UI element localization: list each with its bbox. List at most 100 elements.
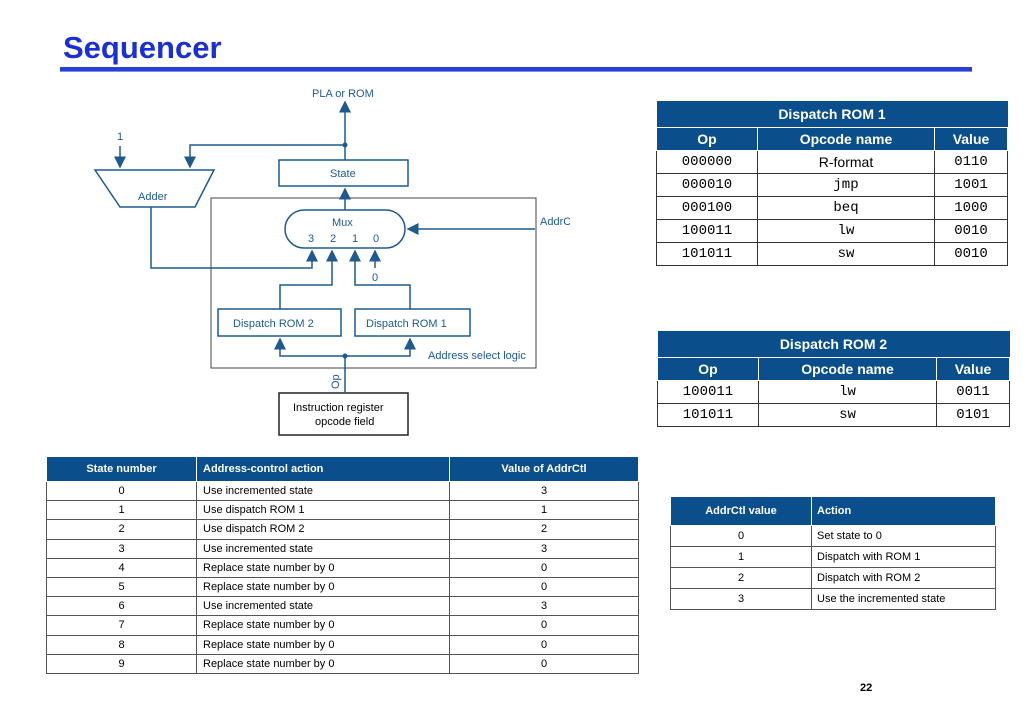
state-label: State (330, 168, 356, 180)
table-cell: 4 (46, 557, 197, 578)
table-cell: Dispatch with ROM 1 (811, 546, 996, 568)
table-cell: 1001 (934, 173, 1008, 197)
table-cell: 3 (449, 538, 639, 559)
table-cell: 0 (449, 653, 639, 674)
rom1-header-name: Opcode name (757, 127, 935, 151)
adder-label: Adder (138, 191, 168, 203)
table-cell: 8 (46, 634, 197, 655)
state-header-action: Address-control action (196, 456, 450, 482)
table-cell: R-format (757, 150, 935, 174)
page-number: 22 (860, 682, 873, 694)
table-cell: 0110 (934, 150, 1008, 174)
adder (93, 169, 216, 208)
table-cell: 000010 (656, 173, 758, 197)
table-cell: sw (758, 403, 937, 427)
table-cell: 0 (670, 525, 812, 547)
table-cell: 0 (46, 480, 197, 502)
table-cell: Replace state number by 0 (196, 653, 450, 674)
table-cell: 3 (46, 538, 197, 559)
address-select-label: Address select logic (428, 350, 526, 362)
table-cell: Replace state number by 0 (196, 557, 450, 578)
zero-label: 0 (372, 272, 378, 284)
table-cell: 0 (449, 576, 639, 598)
table-cell: jmp (757, 173, 935, 197)
table-cell: 000100 (656, 196, 758, 220)
table-cell: 100011 (657, 380, 759, 404)
table-cell: Set state to 0 (811, 525, 996, 547)
table-cell: Dispatch with ROM 2 (811, 567, 996, 589)
table-cell: 1 (46, 500, 197, 521)
mux-input-0: 0 (373, 233, 379, 245)
table-cell: 9 (46, 653, 197, 674)
table-cell: 1 (670, 546, 812, 568)
addrctl-label: AddrCtl (540, 216, 570, 228)
dispatch-rom-1-caption: Dispatch ROM 1 (656, 101, 1008, 128)
table-cell: Replace state number by 0 (196, 615, 450, 636)
title-underline (60, 67, 972, 72)
table-cell: 101011 (656, 242, 758, 266)
table-cell: 1 (449, 500, 639, 521)
table-cell: lw (758, 380, 937, 404)
table-cell: 3 (449, 596, 639, 617)
dispatch-rom-2-table: Dispatch ROM 2 Op Opcode name Value 1000… (657, 331, 1010, 427)
table-cell: 3 (670, 588, 812, 610)
mux-input-1: 1 (352, 233, 358, 245)
rom2-header-name: Opcode name (758, 357, 937, 381)
rom1-header-op: Op (656, 127, 758, 151)
rom1-header-value: Value (934, 127, 1008, 151)
dispatch-rom-2-caption: Dispatch ROM 2 (657, 331, 1010, 358)
op-label: Op (330, 374, 342, 389)
table-cell: lw (757, 219, 935, 243)
table-cell: Replace state number by 0 (196, 576, 450, 598)
table-cell: 7 (46, 615, 197, 636)
table-cell: Use incremented state (196, 480, 450, 502)
table-cell: Use the incremented state (811, 588, 996, 610)
dispatch-rom-1-table: Dispatch ROM 1 Op Opcode name Value 0000… (656, 101, 1008, 266)
table-cell: beq (757, 196, 935, 220)
table-cell: 100011 (656, 219, 758, 243)
table-cell: 1000 (934, 196, 1008, 220)
mux-label: Mux (332, 217, 353, 229)
dispatch-rom-1-box (354, 308, 471, 337)
table-cell: 0011 (936, 380, 1010, 404)
table-cell: sw (757, 242, 935, 266)
ir-label-line2: opcode field (315, 416, 374, 428)
table-cell: 000000 (656, 150, 758, 174)
state-register (278, 159, 409, 187)
mux-input-3: 3 (308, 233, 314, 245)
table-cell: 0 (449, 557, 639, 578)
dispatch-rom-2-label: Dispatch ROM 2 (233, 318, 314, 330)
table-cell: 2 (670, 567, 812, 589)
table-cell: 0010 (934, 242, 1008, 266)
table-cell: 101011 (657, 403, 759, 427)
state-action-table: State number Address-control action Valu… (46, 456, 639, 674)
table-cell: Use incremented state (196, 596, 450, 617)
mux-input-2: 2 (330, 233, 336, 245)
table-cell: Replace state number by 0 (196, 634, 450, 655)
dispatch-rom-1-label: Dispatch ROM 1 (366, 318, 447, 330)
state-header-number: State number (46, 456, 197, 482)
mux (284, 209, 406, 249)
table-cell: 0010 (934, 219, 1008, 243)
table-cell: 6 (46, 596, 197, 617)
table-cell: 3 (449, 480, 639, 502)
instruction-register-box (278, 392, 409, 436)
ir-label-line1: Instruction register (293, 402, 384, 414)
